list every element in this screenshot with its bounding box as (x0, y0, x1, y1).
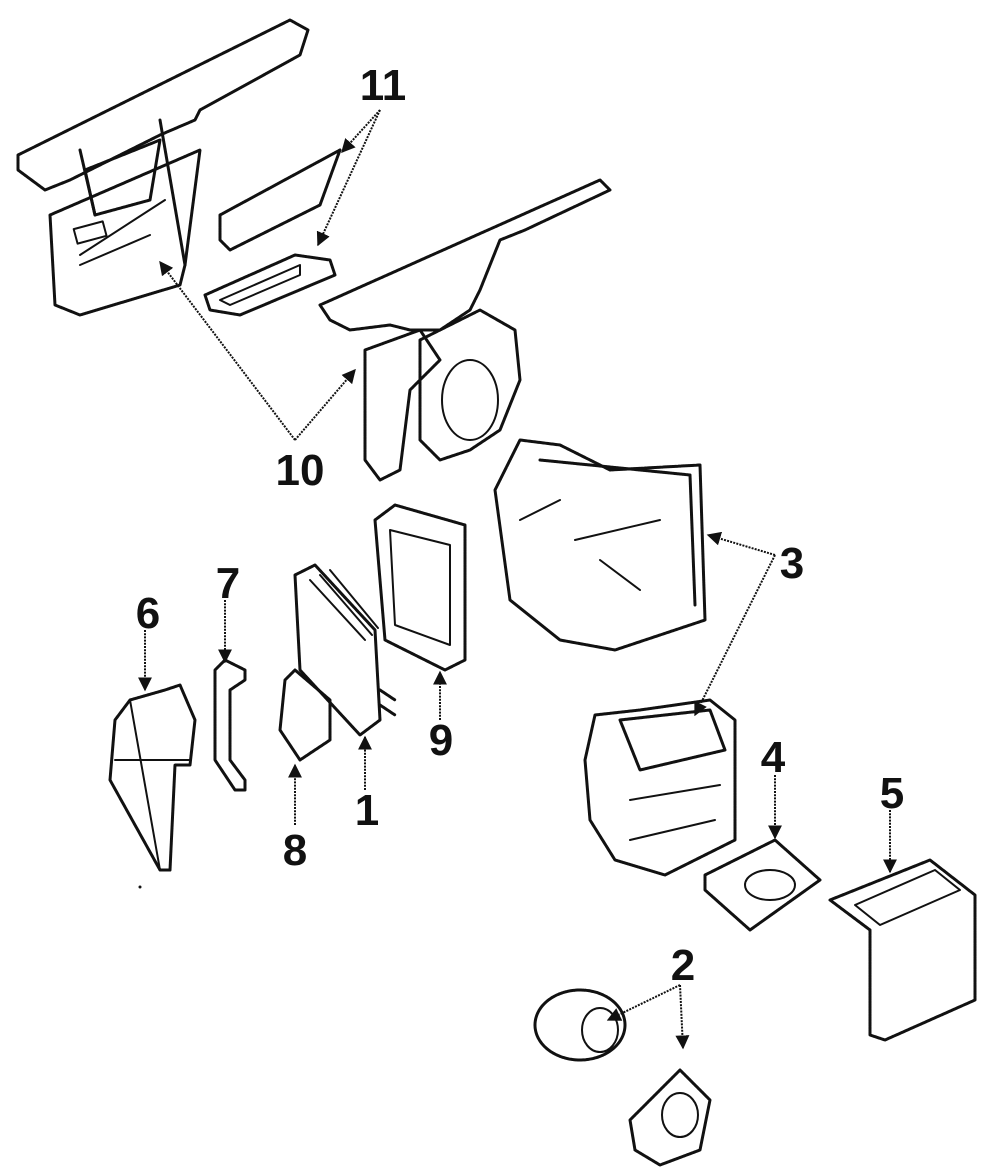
callout-4[interactable]: 4 (761, 733, 786, 782)
part-2-blower (533, 988, 712, 1167)
callout-8[interactable]: 8 (283, 826, 307, 875)
part-3-upper-case (493, 438, 707, 652)
callout-1[interactable]: 1 (355, 786, 379, 835)
callout-9[interactable]: 9 (429, 716, 453, 765)
callout-3[interactable]: 3 (780, 539, 804, 588)
part-3-lower-case (583, 698, 737, 877)
stray-dot (138, 885, 142, 889)
leader-lines (138, 109, 897, 1050)
callout-5[interactable]: 5 (880, 769, 904, 818)
part-10-left-duct (16, 18, 310, 317)
part-1-heater-core (293, 563, 397, 737)
part-11-filter (203, 148, 342, 317)
part-10-center-duct (318, 178, 612, 482)
callout-10[interactable]: 10 (276, 446, 325, 495)
part-8-cover (278, 668, 332, 762)
callout-11[interactable]: 11 (360, 61, 407, 110)
callout-6[interactable]: 6 (136, 589, 160, 638)
part-9-seal (373, 503, 467, 672)
callout-2[interactable]: 2 (671, 941, 695, 990)
part-5-frame (828, 858, 977, 1042)
part-6-duct (108, 683, 197, 872)
part-4-plate (703, 838, 822, 932)
callouts: 11 10 3 6 7 9 1 8 4 5 2 (136, 61, 904, 990)
callout-7[interactable]: 7 (216, 559, 240, 608)
part-7-bracket (213, 658, 247, 792)
